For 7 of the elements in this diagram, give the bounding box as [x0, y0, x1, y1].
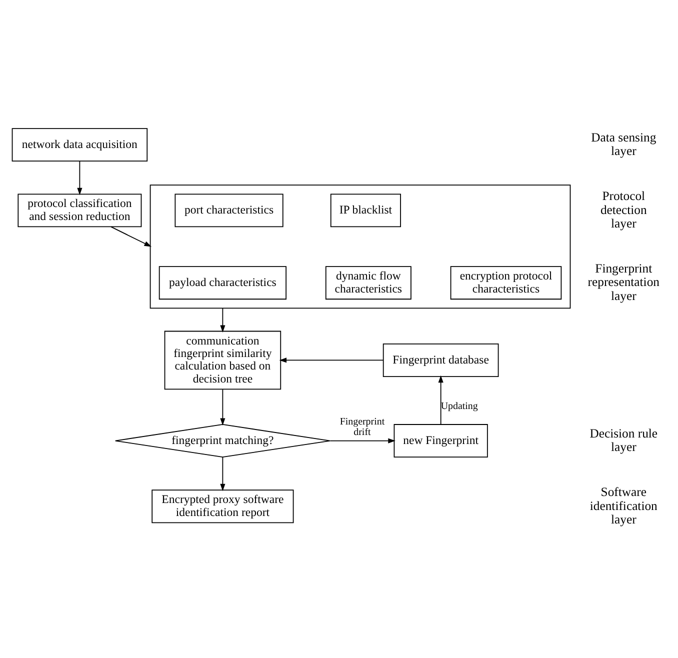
edge-label: Updating: [440, 400, 478, 412]
label: Decision rule layer: [590, 426, 658, 454]
label: Software identification layer: [590, 485, 658, 526]
edge-label: Fingerprint drift: [340, 416, 385, 438]
label: Protocol detection layer: [600, 189, 647, 230]
label: Data sensing layer: [591, 130, 656, 158]
label: Fingerprint representation layer: [588, 262, 660, 303]
